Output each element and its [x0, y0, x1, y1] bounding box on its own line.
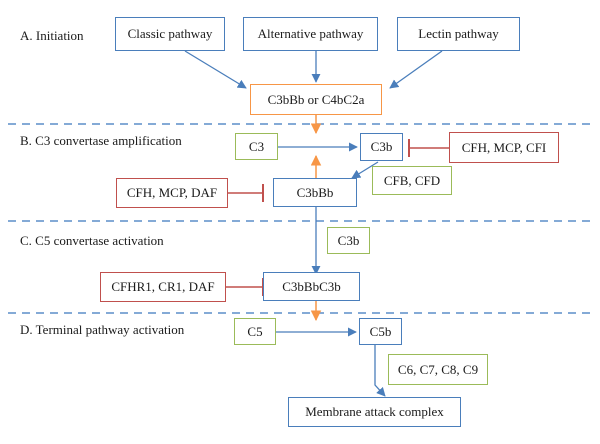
- section-label-initiation: A. Initiation: [20, 28, 84, 43]
- classic-pathway-box: Classic pathway: [115, 17, 225, 51]
- lectin-pathway-box: Lectin pathway: [397, 17, 520, 51]
- arrow-c5b-to-mac: [374, 345, 386, 397]
- section-label-c3-amplification: B. C3 convertase amplification: [20, 133, 182, 148]
- section-label-terminal-pathway: D. Terminal pathway activation: [20, 322, 185, 337]
- c3bbbc3b-box: C3bBbC3b: [263, 272, 360, 301]
- alternative-pathway-box: Alternative pathway: [243, 17, 378, 51]
- initial-convertase-box: C3bBb or C4bC2a: [250, 84, 382, 115]
- c3b-input-box: C3b: [327, 227, 370, 254]
- arrow-classic-to-convertase: [184, 50, 247, 89]
- inhibitors-c3bbb-box: CFH, MCP, DAF: [116, 178, 228, 208]
- inhibitors-c3b-box: CFH, MCP, CFI: [449, 132, 559, 163]
- membrane-attack-complex-box: Membrane attack complex: [288, 397, 461, 427]
- c3bbb-box: C3bBb: [273, 178, 357, 207]
- arrow-c3b-to-c3bbb: [351, 161, 379, 179]
- late-components-box: C6, C7, C8, C9: [388, 354, 488, 385]
- section-label-c5-activation: C. C5 convertase activation: [20, 233, 164, 248]
- c3b-box: C3b: [360, 133, 403, 161]
- c3-box: C3: [235, 133, 278, 160]
- cfb-cfd-box: CFB, CFD: [372, 166, 452, 195]
- c5b-box: C5b: [359, 318, 402, 345]
- inhibitors-c5-convertase-box: CFHR1, CR1, DAF: [100, 272, 226, 302]
- arrow-lectin-to-convertase: [389, 50, 443, 89]
- c5-box: C5: [234, 318, 276, 345]
